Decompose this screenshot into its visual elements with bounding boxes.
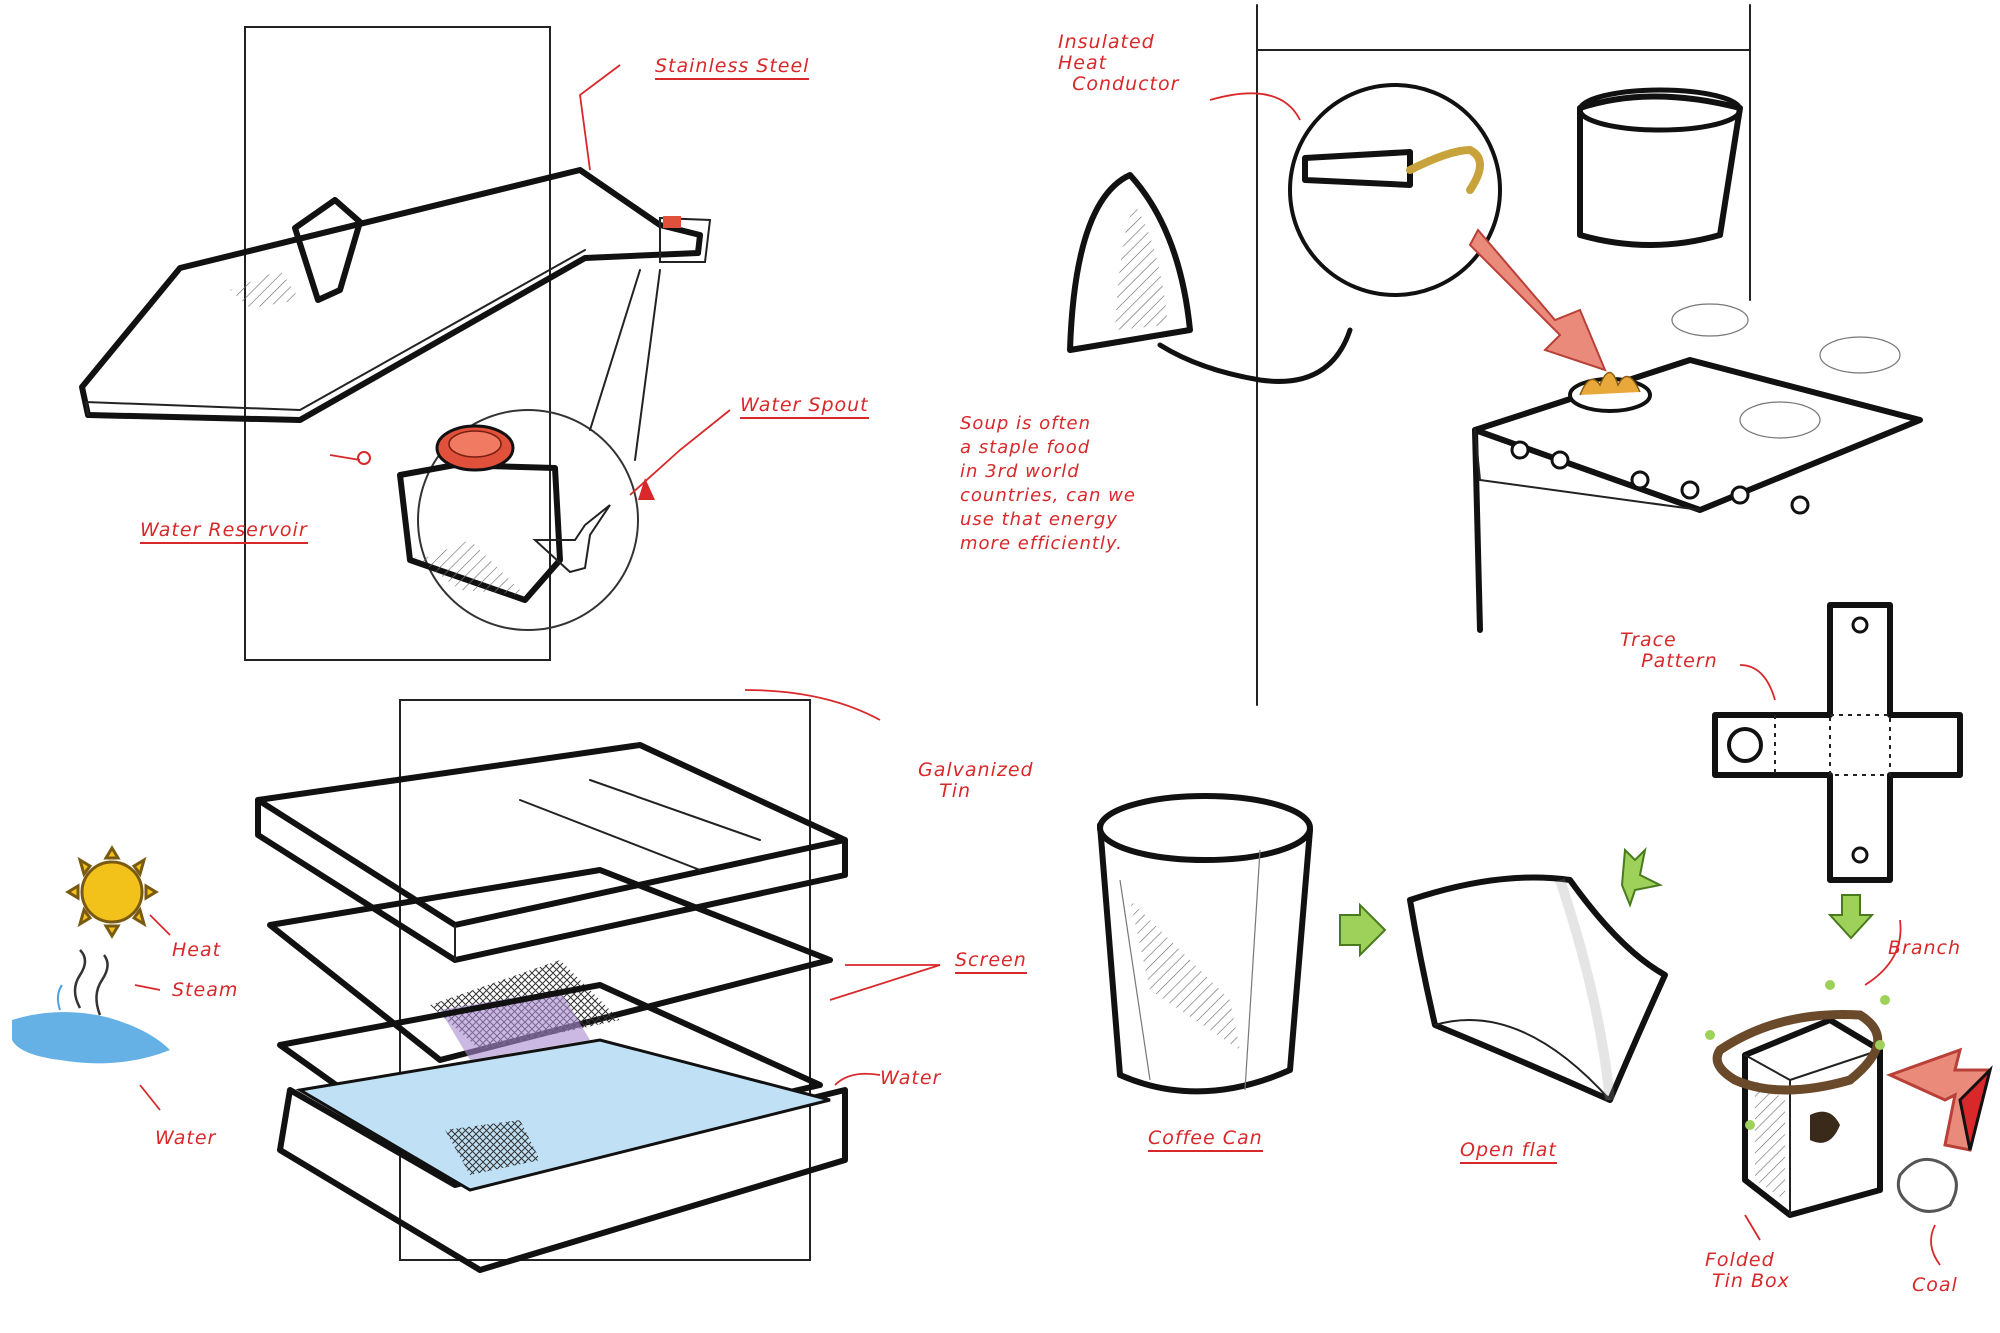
label-folded-tin-box: Folded Tin Box: [1705, 1249, 1790, 1292]
iron-icon: [1067, 172, 1193, 353]
open-flat-sheet: [1407, 874, 1668, 1103]
label-coal: Coal: [1912, 1274, 1958, 1296]
leader-stainless: [579, 64, 621, 171]
soup-note: Soup is often a staple food in 3rd world…: [960, 413, 1136, 554]
cross-pattern: [1712, 602, 1963, 883]
folded-tin-box: [1742, 1017, 1883, 1218]
cooking-pot: [1577, 93, 1743, 248]
label-insulated-heat-conductor: Insulated Heat Conductor: [1058, 31, 1180, 95]
water-spout-tap: [532, 504, 611, 574]
trace-pattern-sketch: [1712, 602, 1963, 940]
reservoir-zoom-circle: [417, 409, 639, 631]
tray-screen-upper: [267, 867, 833, 1063]
stove-sketch: [1067, 4, 1923, 706]
label-screen: Screen: [955, 950, 1027, 974]
tray-water: [277, 1087, 848, 1273]
label-water-side: Water: [155, 1127, 217, 1149]
label-coffee-can: Coffee Can: [1148, 1128, 1263, 1152]
leader-conductor: [1209, 92, 1301, 121]
iron-body: [79, 167, 703, 423]
heat-conductor-zoom-circle: [1288, 83, 1502, 297]
coal-icon: [1896, 1157, 1958, 1213]
solar-still-sketch: [255, 689, 941, 1273]
icon-leaders: [134, 914, 171, 1111]
coffee-can: [1097, 822, 1313, 1095]
frame-iron: [244, 26, 551, 661]
branch-handle: [1712, 1009, 1883, 1095]
leader-screen: [829, 964, 941, 1001]
label-open-flat: Open flat: [1460, 1140, 1557, 1164]
label-water-spout: Water Spout: [740, 395, 869, 419]
coffee-can-sketch: [1097, 793, 1668, 1103]
tin-box-sketch: [1705, 919, 1993, 1266]
iron-sketch: [79, 26, 731, 661]
steam-icon: [56, 949, 109, 1016]
tray-top-galvanized: [255, 742, 848, 928]
insulated-handle: [1302, 149, 1413, 188]
water-icon: [12, 1011, 170, 1064]
spout-cap-small: [659, 216, 712, 263]
label-heat: Heat: [172, 939, 222, 961]
leader-spout: [629, 409, 731, 496]
label-galvanized-tin: Galvanized Tin: [918, 759, 1034, 802]
label-water-tray: Water: [880, 1067, 942, 1089]
iron-handle: [292, 197, 363, 303]
heat-transfer-arrow: [1468, 228, 1607, 372]
label-steam: Steam: [172, 979, 239, 1001]
frame-still: [399, 699, 811, 1261]
sun-icon: [65, 845, 159, 939]
arrow-up-green: [1620, 846, 1664, 908]
label-stainless-steel: Stainless Steel: [655, 56, 810, 80]
arrow-right-green: [1339, 902, 1387, 958]
leader-water-tray: [834, 1072, 881, 1086]
leader-galvanized: [744, 689, 881, 721]
label-branch: Branch: [1888, 937, 1962, 959]
arrow-down-green: [1827, 894, 1875, 940]
label-trace-pattern: Trace Pattern: [1620, 629, 1718, 672]
label-water-reservoir: Water Reservoir: [140, 520, 308, 544]
